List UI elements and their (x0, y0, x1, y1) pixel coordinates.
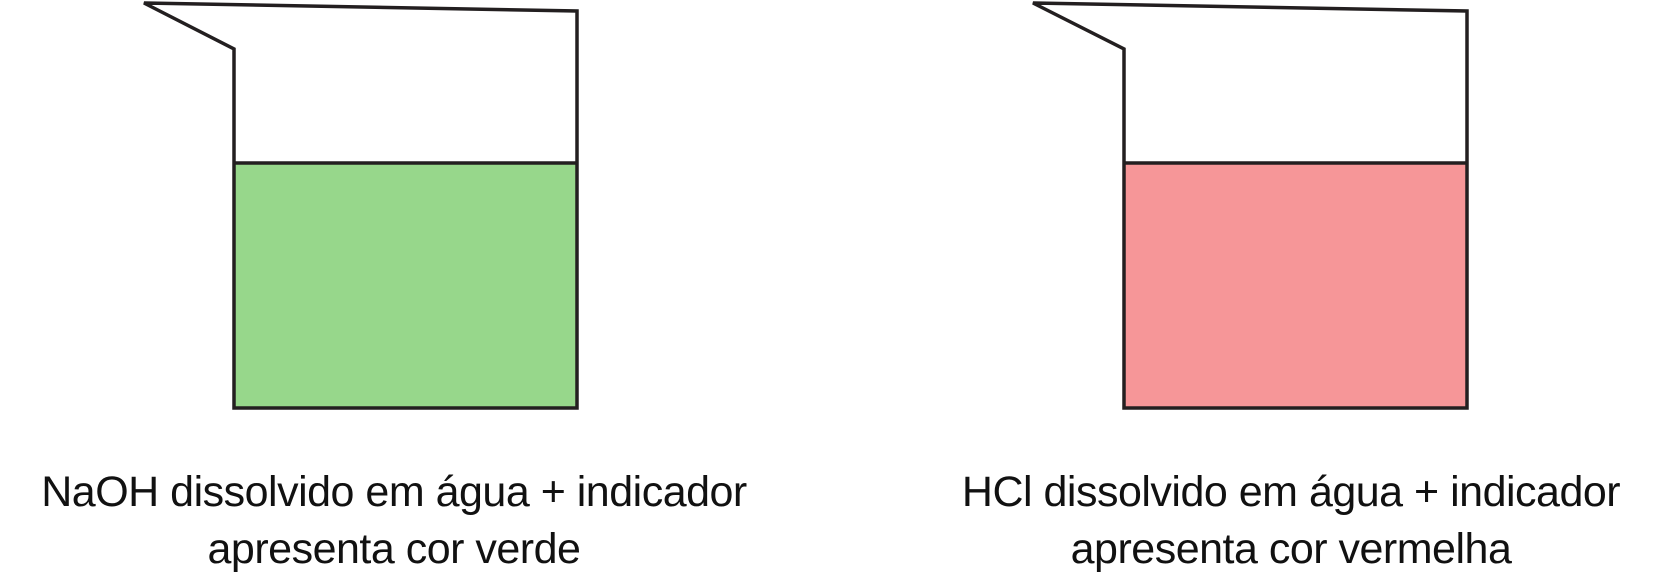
caption-naoh-line1: NaOH dissolvido em água + indicador (41, 468, 747, 516)
beaker-naoh-liquid (234, 163, 577, 408)
caption-hcl-line2: apresenta cor vermelha (1070, 525, 1512, 573)
caption-naoh-line2: apresenta cor verde (207, 525, 581, 573)
beaker-hcl-outline (1032, 1, 1469, 410)
caption-naoh: NaOH dissolvido em água + indicador apre… (0, 464, 788, 578)
beaker-hcl (1032, 1, 1469, 410)
caption-hcl: HCl dissolvido em água + indicador apres… (916, 464, 1666, 578)
beaker-hcl-liquid (1124, 163, 1467, 408)
caption-hcl-line1: HCl dissolvido em água + indicador (961, 468, 1621, 516)
beaker-naoh (143, 1, 579, 410)
beaker-naoh-outline (143, 1, 579, 410)
